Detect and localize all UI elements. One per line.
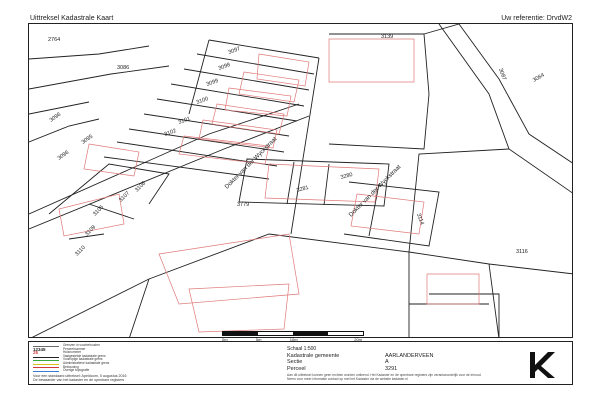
legend-label: Overige topografie <box>63 368 90 373</box>
map-title: Uittreksel Kadastrale Kaart <box>30 15 114 22</box>
scale-label: 20m <box>354 337 362 342</box>
parcel-number: 3110 <box>74 245 87 258</box>
disclaimer-note: Aan dit uittreksel kunnen geen rechten w… <box>287 373 482 381</box>
field-key: Sectie <box>287 359 303 366</box>
legend-item: 25 Huisnummer <box>33 350 109 356</box>
street-label: Dokter van der Wyckstraat <box>348 164 402 218</box>
legend-symbol <box>33 359 59 362</box>
parcel-number: 3280 <box>340 172 353 181</box>
legend-item: Bebouwing <box>33 364 109 370</box>
buildings <box>58 38 480 333</box>
parcel-number: 3108 <box>134 181 147 194</box>
legend-label: Voorlopige kadastrale grens <box>63 357 103 362</box>
field-key: Kadastrale gemeente <box>287 353 340 359</box>
legend-footer: Voor een standaard uittreksel: Apeldoorn… <box>33 374 127 382</box>
parcel-number: 3106 <box>92 205 105 218</box>
legend-footer-line: De bewaarder van het kadaster en de open… <box>33 378 125 382</box>
parcel-number: 3099 <box>206 78 220 88</box>
legend-symbol <box>33 344 59 347</box>
legend-item: 12345 Perceelnummer <box>33 346 109 352</box>
parcel-number: 3098 <box>218 62 232 72</box>
legend-symbol <box>33 362 59 365</box>
scale-label-text: Schaal 1:500 <box>287 346 317 352</box>
parcel-number: 3086 <box>117 65 129 71</box>
field-value: 3291 <box>385 365 398 372</box>
parcel-number: 3116 <box>516 249 528 255</box>
scale-bar-graphic <box>222 331 364 336</box>
legend-item: Grenzen in voorbehouden <box>33 343 109 348</box>
parcel-number: 3139 <box>381 34 393 40</box>
legend-symbol <box>33 369 59 372</box>
parcel-metadata: Kadastrale gemeente AARLANDERVEEN Sectie A… <box>287 353 434 372</box>
legend-label: Administratieve kadastrale grens <box>63 360 110 365</box>
field-key: Perceel <box>287 365 306 372</box>
scale-label: 5m <box>255 337 262 342</box>
parcel-number: 3101 <box>178 116 192 126</box>
legend-symbol: 12345 <box>33 346 59 352</box>
map-drawing: Dokter van der Wyckstraat Dokter van der… <box>29 24 572 337</box>
legend-list: Grenzen in voorbehouden 12345 Perceelnumme… <box>33 343 110 373</box>
parcel-number: 3096 <box>49 112 62 124</box>
legend-symbol: 25 <box>33 350 59 356</box>
legend-item: Vastgestelde kadastrale grens <box>33 353 109 359</box>
field-value: A <box>385 359 389 366</box>
legend-symbol <box>33 366 59 369</box>
legend-label: Grenzen in voorbehouden <box>63 343 100 347</box>
field-value: AARLANDERVEEN <box>385 353 434 359</box>
parcel-number: 3107 <box>118 191 131 204</box>
legend-label: Perceelnummer <box>63 346 86 351</box>
reference-label: Uw referentie: DrvdW2 <box>501 15 572 22</box>
legend-symbol <box>33 355 59 358</box>
scale-bar-labels: 0m 5m 10m 20m <box>222 337 362 342</box>
parcel-boundaries <box>29 24 572 337</box>
legend-item: Administratieve kadastrale grens <box>33 360 110 366</box>
kadaster-logo <box>530 352 555 378</box>
scale-label: 10m <box>289 337 298 342</box>
parcel-numbers: 2764 3086 3139 3087 3064 3096 3097 3098 … <box>48 34 546 257</box>
legend-label: Bebouwing <box>63 364 79 369</box>
legend-sample-text: 12345 <box>33 346 46 352</box>
parcel-number: 3064 <box>532 72 546 83</box>
legend-label: Huisnummer <box>63 350 82 355</box>
parcel-number: 3114 <box>415 213 425 226</box>
legend-panel: Grenzen in voorbehouden 12345 Perceelnumme… <box>28 341 573 385</box>
scale-bar: 0m 5m 10m 20m <box>222 331 364 342</box>
parcel-number: 3102 <box>164 128 178 138</box>
legend-item: Voorlopige kadastrale grens <box>33 358 109 362</box>
legend-label: Vastgestelde kadastrale grens <box>63 353 106 358</box>
legend-footer-line: Voor een standaard uittreksel: Apeldoorn… <box>33 374 127 378</box>
legend-sample-text: 25 <box>33 350 39 356</box>
parcel-number: 2764 <box>48 37 60 43</box>
scale-label: 0m <box>222 337 228 342</box>
parcel-number: 3281 <box>296 185 309 194</box>
parcel-number: 3087 <box>497 68 507 82</box>
parcel-number: 3779 <box>237 202 249 208</box>
parcel-number: 3100 <box>196 96 210 106</box>
parcel-number: 3096 <box>57 150 70 162</box>
parcel-number: 3095 <box>81 134 94 146</box>
legend-item: Overige topografie <box>33 369 109 373</box>
cadastral-map[interactable]: Dokter van der Wyckstraat Dokter van der… <box>28 23 573 338</box>
parcel-number: 3097 <box>228 46 242 56</box>
